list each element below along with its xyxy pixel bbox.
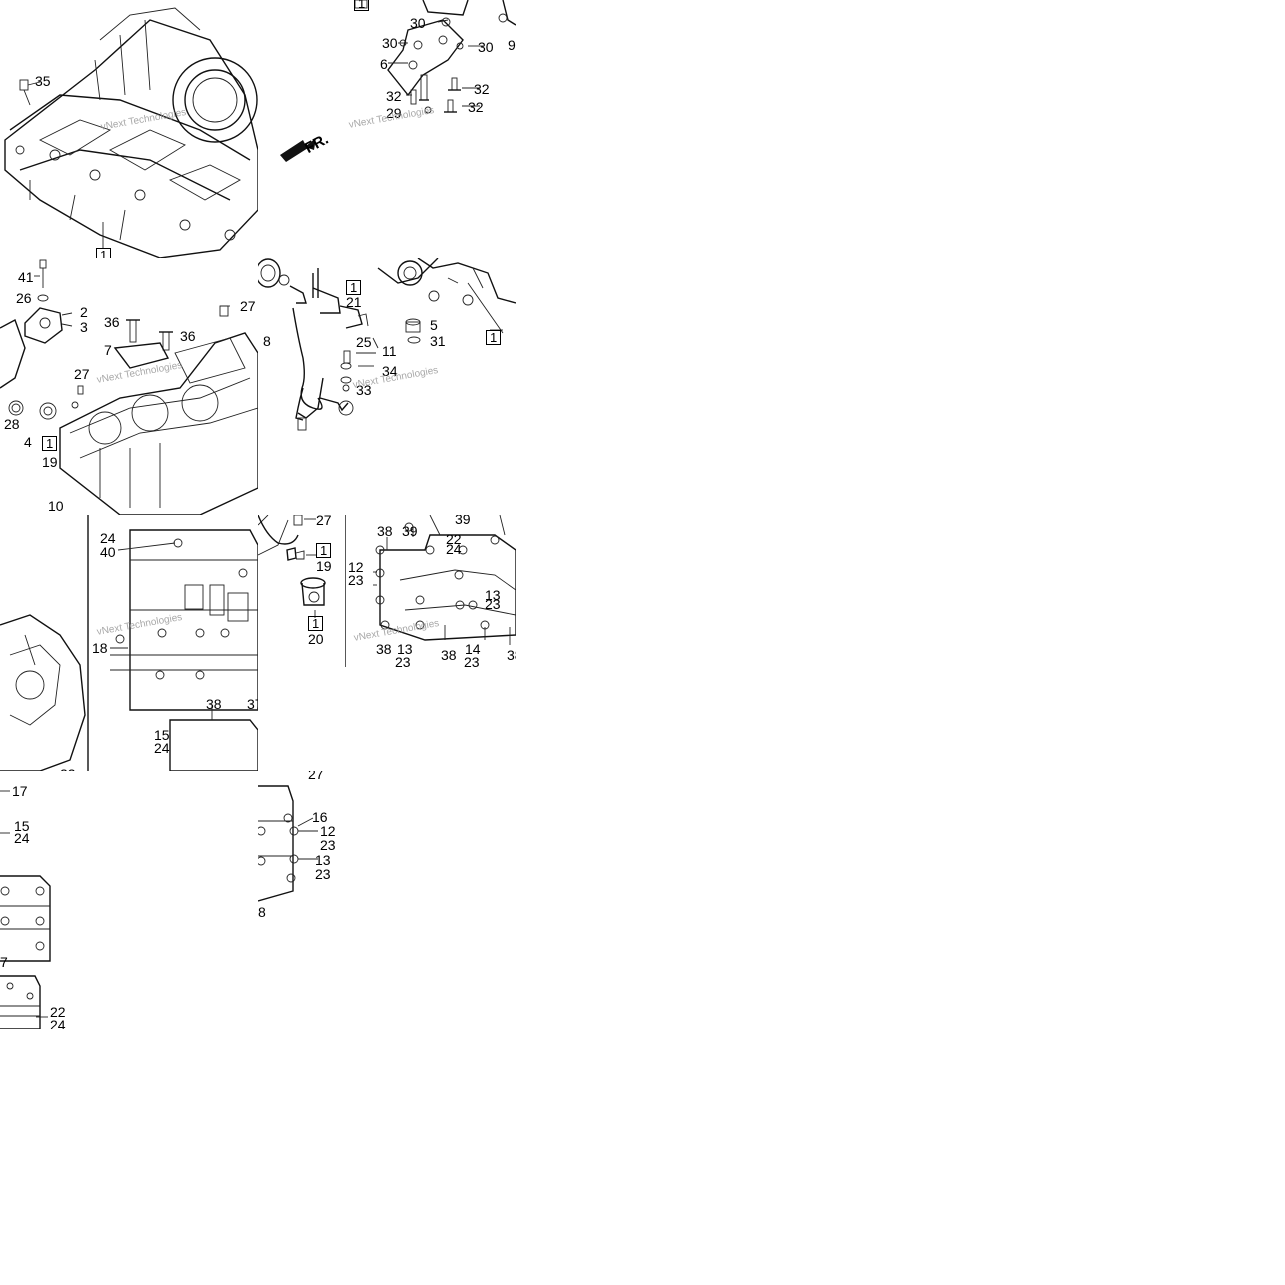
- callout-32: 32: [386, 88, 402, 104]
- tile-oil-pan: 17 15 24 7 22 24: [0, 771, 258, 1029]
- bolt-layout-drawing: [345, 515, 516, 667]
- callout-22: 22: [60, 767, 76, 771]
- tile-upper-crankcase: 35 1 vNext Technologies: [0, 0, 258, 258]
- callout-11: 11: [382, 343, 397, 359]
- callout-2: 2: [80, 304, 88, 320]
- callout-19: 19: [316, 558, 332, 574]
- callout-32: 32: [468, 99, 484, 115]
- callout-25: 25: [356, 334, 372, 350]
- oil-switch-drawing: [258, 258, 516, 431]
- callout-38: 38: [206, 696, 222, 712]
- callout-29: 29: [386, 105, 402, 121]
- callout-1: 1: [96, 248, 112, 258]
- callout-1: 1: [346, 280, 362, 295]
- tile-crankcase-bottom: 24 40 18 38 37 15 24 22 vNext Technologi…: [0, 515, 258, 771]
- callout-20: 20: [308, 631, 324, 647]
- callout-1: 1: [486, 330, 502, 345]
- callout-7: 7: [0, 954, 8, 970]
- callout-1: 1: [354, 0, 370, 11]
- callout-28: 28: [4, 416, 20, 432]
- callout-27: 27: [74, 366, 90, 382]
- callout-30: 30: [382, 35, 398, 51]
- callout-18: 18: [92, 640, 108, 656]
- callout-15: 15: [154, 727, 170, 743]
- callout-35: 35: [35, 73, 51, 89]
- callout-24: 24: [100, 530, 116, 546]
- callout-9: 9: [508, 37, 516, 53]
- callout-19: 19: [42, 454, 58, 470]
- callout-23: 23: [348, 572, 364, 588]
- oil-pan-drawing: [0, 790, 51, 1029]
- callout-3: 3: [80, 319, 88, 335]
- callout-15: 15: [14, 818, 30, 834]
- callout-23: 23: [464, 654, 480, 669]
- callout-12: 12: [320, 823, 336, 839]
- callout-14: 14: [465, 641, 481, 657]
- callout-23: 23: [315, 866, 331, 882]
- side-bolts-drawing: [258, 785, 318, 902]
- callout-24: 24: [154, 740, 170, 756]
- callout-24: 24: [14, 830, 30, 846]
- callout-33: 33: [356, 382, 372, 398]
- callout-1: 1: [308, 616, 324, 631]
- tile-oil-switch: 8 1 21 25 11 34 33 5 31 1 vNext Technolo…: [258, 258, 516, 515]
- callout-23: 23: [485, 596, 501, 612]
- callout-13: 13: [315, 852, 331, 868]
- callout-38: 38: [377, 523, 393, 539]
- callout-39: 39: [402, 523, 418, 539]
- crankcase-bottom-drawing: [0, 515, 258, 771]
- callout-26: 26: [16, 290, 32, 306]
- callout-32: 32: [474, 81, 490, 97]
- callout-41: 41: [18, 269, 34, 285]
- callout-38: 38: [507, 647, 516, 663]
- lower-crankcase-drawing: [0, 259, 258, 515]
- callout-8: 8: [263, 333, 271, 349]
- callout-17: 17: [12, 783, 28, 799]
- callout-13: 13: [397, 641, 413, 657]
- callout-38: 38: [376, 641, 392, 657]
- tile-bolt-layout: 38 39 39 22 24 12 23 13 23 38 13 23 38 1…: [345, 515, 516, 669]
- callout-30: 30: [478, 39, 494, 55]
- tile-drain-plug: 27 1 19 1 20: [258, 515, 345, 771]
- callout-6: 6: [380, 56, 388, 72]
- callout-7: 7: [104, 342, 112, 358]
- bracket-drawing: [280, 0, 516, 162]
- callout-24: 24: [50, 1017, 66, 1029]
- tile-bracket-bolts: 1 30 9 30 30 6 32 32 29 32 FR. vNext Tec…: [258, 0, 516, 258]
- callout-27: 27: [308, 771, 324, 782]
- callout-27: 27: [240, 298, 256, 314]
- upper-crankcase-drawing: [4, 7, 258, 258]
- callout-22: 22: [446, 531, 462, 547]
- callout-39: 39: [455, 515, 471, 527]
- callout-1: 1: [316, 543, 332, 558]
- callout-22: 22: [50, 1004, 66, 1020]
- tile-side-bolts: 27 16 12 23 13 23 8: [258, 771, 345, 925]
- callout-12: 12: [348, 559, 364, 575]
- callout-37: 37: [247, 696, 258, 712]
- callout-24: 24: [446, 541, 462, 557]
- callout-4: 4: [24, 434, 32, 450]
- callout-5: 5: [430, 317, 438, 333]
- callout-34: 34: [382, 363, 398, 379]
- callout-23: 23: [395, 654, 411, 669]
- callout-8: 8: [258, 904, 266, 920]
- callout-27: 27: [316, 515, 332, 528]
- callout-30: 30: [410, 15, 426, 31]
- callout-36: 36: [104, 314, 120, 330]
- callout-10: 10: [48, 498, 64, 514]
- tile-lower-crankcase: 41 26 2 3 36 36 7 27 27 28 4 1 19 10 vNe…: [0, 258, 258, 515]
- callout-40: 40: [100, 544, 116, 560]
- callout-16: 16: [312, 809, 328, 825]
- callout-23: 23: [320, 837, 336, 853]
- callout-38: 38: [441, 647, 457, 663]
- callout-13: 13: [485, 587, 501, 603]
- callout-36: 36: [180, 328, 196, 344]
- callout-31: 31: [430, 333, 446, 349]
- callout-21: 21: [346, 294, 362, 310]
- drain-plug-drawing: [258, 515, 326, 618]
- callout-1: 1: [42, 436, 58, 451]
